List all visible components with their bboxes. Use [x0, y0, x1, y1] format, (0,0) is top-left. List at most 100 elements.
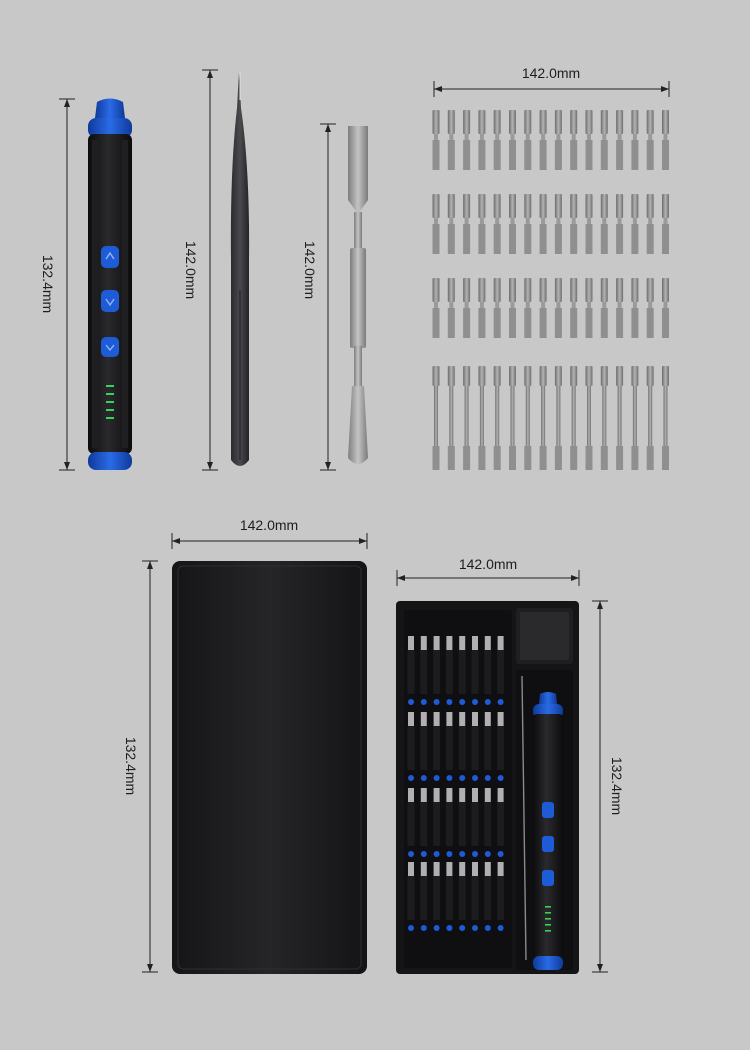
tray-bit-icon [407, 636, 415, 694]
dimension-arrows [64, 70, 669, 972]
bit-icon [493, 194, 501, 226]
bit-shank-icon [447, 224, 455, 254]
bit-shank-icon [463, 446, 471, 470]
tray-bit-icon [433, 862, 441, 920]
bit-shank-icon [478, 308, 486, 338]
long-bit-icon [616, 366, 624, 446]
bit-shank-icon [631, 446, 639, 470]
tray-bit-icon [420, 636, 428, 694]
bit-shank-icon [600, 224, 608, 254]
bit-shank-icon [478, 140, 486, 170]
bit-shank-icon [616, 446, 624, 470]
tray-bit-marker-icon [446, 851, 453, 857]
tray-bit-marker-icon [433, 851, 440, 857]
bit-shank-icon [600, 140, 608, 170]
bit-shank-icon [554, 140, 562, 170]
tray-bit-icon [497, 862, 505, 920]
bit-icon [539, 278, 547, 310]
driver-length-label: 132.4mm [40, 254, 56, 314]
tray-bit-marker-icon [408, 699, 414, 705]
tray-bit-icon [458, 712, 466, 770]
long-bit-icon [493, 366, 501, 446]
tray-bit-icon [497, 788, 505, 846]
tray-bit-icon [445, 636, 453, 694]
tray-bit-marker-icon [420, 775, 427, 781]
tray-bit-icon [471, 788, 479, 846]
tray-bit-marker-icon [420, 925, 427, 931]
bit-shank-icon [570, 308, 578, 338]
bit-icon [616, 110, 624, 142]
bit-shank-icon [585, 446, 593, 470]
bit-set-icon [432, 110, 669, 470]
bit-icon [600, 278, 608, 310]
tray-bit-icon [407, 788, 415, 846]
down-button-icon [101, 290, 119, 312]
bit-shank-icon [631, 140, 639, 170]
tray-bit-marker-icon [497, 851, 504, 857]
bit-shank-icon [662, 446, 669, 470]
bit-shank-icon [509, 140, 516, 170]
bit-icon [493, 110, 501, 142]
bit-shank-icon [585, 308, 593, 338]
bit-shank-icon [554, 224, 562, 254]
bit-shank-icon [631, 224, 639, 254]
bit-icon [554, 194, 562, 226]
long-bit-icon [539, 366, 547, 446]
long-bit-icon [662, 366, 669, 446]
long-bit-icon [585, 366, 593, 446]
bit-shank-icon [432, 308, 440, 338]
tray-bit-icon [420, 788, 428, 846]
bit-shank-icon [463, 224, 471, 254]
bit-icon [646, 110, 654, 142]
bit-shank-icon [539, 224, 547, 254]
bits-width-label: 142.0mm [521, 65, 581, 81]
long-bit-icon [447, 366, 455, 446]
bit-shank-icon [463, 140, 471, 170]
bit-shank-icon [493, 224, 501, 254]
bit-shank-icon [509, 446, 516, 470]
bit-shank-icon [493, 140, 501, 170]
bit-icon [447, 278, 455, 310]
tray-bit-icon [471, 636, 479, 694]
bit-shank-icon [570, 446, 578, 470]
bit-icon [616, 194, 624, 226]
up-button-icon [101, 246, 119, 268]
bit-shank-icon [447, 140, 455, 170]
bit-shank-icon [646, 308, 654, 338]
tray-bit-marker-icon [459, 925, 466, 931]
tray-bit-icon [458, 636, 466, 694]
bit-icon [646, 278, 654, 310]
tray-icon [396, 601, 579, 974]
tray-bit-icon [484, 788, 492, 846]
tray-bit-marker-icon [459, 775, 466, 781]
tray-bit-icon [433, 712, 441, 770]
bit-icon [662, 110, 669, 142]
bit-icon [432, 110, 440, 142]
bit-shank-icon [539, 140, 547, 170]
dimension-lines [59, 69, 670, 973]
bit-shank-icon [585, 140, 593, 170]
tweezers-length-label: 142.0mm [183, 240, 199, 300]
tray-bit-icon [458, 788, 466, 846]
bit-icon [570, 278, 578, 310]
bit-shank-icon [600, 308, 608, 338]
tray-bit-marker-icon [472, 925, 478, 931]
tray-bit-marker-icon [446, 925, 453, 931]
bit-icon [478, 278, 486, 310]
bit-icon [478, 194, 486, 226]
bit-icon [509, 278, 516, 310]
bit-icon [463, 194, 471, 226]
spudger-icon [348, 126, 368, 464]
tray-bit-icon [433, 788, 441, 846]
bit-shank-icon [478, 446, 486, 470]
bit-icon [463, 110, 471, 142]
bit-shank-icon [646, 446, 654, 470]
bit-icon [509, 194, 516, 226]
bit-shank-icon [524, 446, 532, 470]
battery-led-icon [106, 385, 114, 419]
power-button-icon [101, 337, 119, 357]
tray-bit-marker-icon [497, 775, 504, 781]
long-bit-icon [570, 366, 578, 446]
tray-bit-marker-icon [433, 925, 440, 931]
